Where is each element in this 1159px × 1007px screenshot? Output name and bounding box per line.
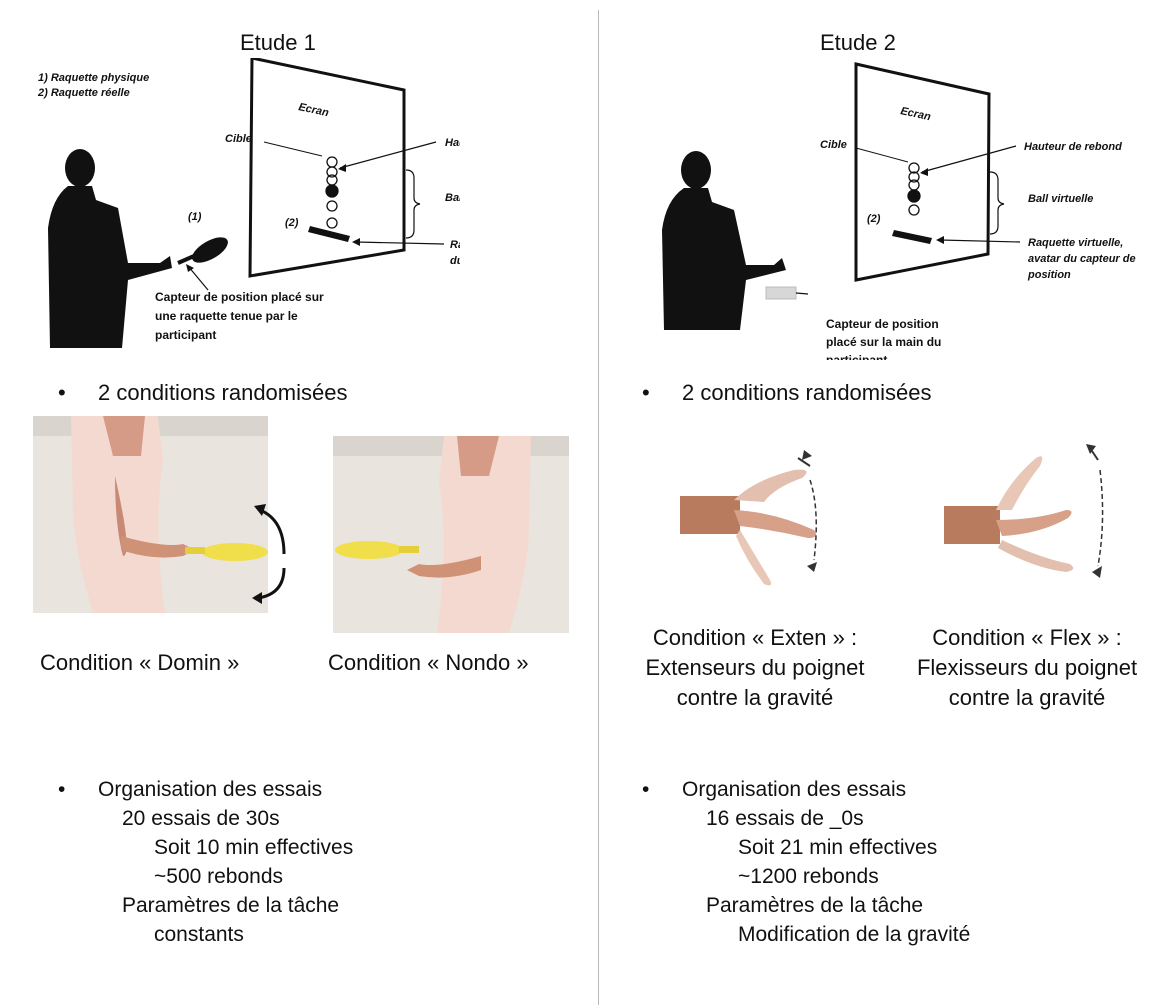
- study1-setup-diagram: 1) Raquette physique 2) Raquette réelle …: [37, 58, 460, 348]
- caption-flex-line2: Flexisseurs du poignet: [916, 655, 1138, 680]
- legend-real-racket: 2) Raquette réelle: [37, 87, 130, 99]
- org-params-detail: Modification de la gravité: [738, 923, 971, 946]
- virtual-ball-label: Ball virtuelle: [445, 192, 460, 204]
- bullet-glyph: •: [58, 778, 66, 801]
- caption-exten-line2: Extenseurs du poignet: [645, 655, 865, 680]
- photo-condition-flex: [940, 440, 1110, 600]
- caption-flex-line1: Condition « Flex » :: [932, 625, 1122, 650]
- virtual-racket-label-1: Raquette virtuelle,: [1028, 237, 1123, 249]
- caption-exten-line1: Condition « Exten » :: [652, 625, 858, 650]
- study1-organisation: • Organisation des essais 20 essais de 30…: [58, 775, 578, 949]
- study2-conditions-text: 2 conditions randomisées: [682, 380, 932, 405]
- sensor-caption-1: Capteur de position placé sur: [155, 290, 324, 304]
- bullet-glyph: •: [58, 380, 66, 405]
- target-label: Cible: [225, 133, 252, 145]
- virtual-ball-label: Ball virtuelle: [1028, 193, 1093, 205]
- caption-condition-nondo: Condition « Nondo »: [328, 650, 529, 675]
- org-trials: 20 essais de 30s: [122, 807, 280, 830]
- rotation-arrows-domin: [252, 504, 286, 604]
- org-params-detail: constants: [154, 923, 244, 946]
- marker-2: (2): [867, 213, 881, 225]
- sensor-caption-3: participant: [155, 328, 216, 342]
- screen-label: Ecran: [297, 101, 330, 119]
- column-divider: [598, 10, 599, 1005]
- study1-title: Etude 1: [240, 30, 316, 55]
- org-effective: Soit 21 min effectives: [738, 836, 938, 859]
- org-effective: Soit 10 min effectives: [154, 836, 354, 859]
- virtual-racket-label-2: du capteur de position: [450, 255, 460, 267]
- org-bounces: ~500 rebonds: [154, 865, 284, 888]
- study1-conditions-text: 2 conditions randomisées: [98, 380, 348, 405]
- virtual-racket-label-2: avatar du capteur de: [1028, 253, 1136, 265]
- study2-title: Etude 2: [820, 30, 896, 55]
- study2-conditions-bullet: • 2 conditions randomisées: [642, 380, 931, 406]
- org-bounces: ~1200 rebonds: [738, 865, 879, 888]
- virtual-racket-label-1: Raquette virtuelle, avatar: [450, 239, 460, 251]
- caption-flex-line3: contre la gravité: [948, 685, 1106, 710]
- bounce-height-label: Hauteur de rebond: [1024, 141, 1122, 153]
- org-trials: 16 essais de _0s: [706, 807, 864, 830]
- physical-racket: [192, 237, 228, 263]
- photo-condition-domin: [33, 416, 268, 613]
- sensor-caption-2: placé sur la main du: [826, 335, 941, 349]
- sensor-caption-2: une raquette tenue par le: [155, 309, 298, 323]
- screen: [854, 62, 991, 282]
- hand-sensor: [765, 286, 797, 300]
- marker-1: (1): [188, 211, 202, 223]
- bounce-height-label: Hauteur de rebond: [445, 137, 460, 149]
- caption-exten-line3: contre la gravité: [676, 685, 834, 710]
- virtual-racket: [308, 226, 350, 242]
- participant-silhouette: [662, 151, 786, 330]
- bullet-glyph: •: [642, 380, 650, 405]
- virtual-balls: [325, 156, 339, 229]
- sensor-caption-3: participant: [826, 353, 887, 360]
- screen: [248, 58, 406, 278]
- study2-organisation: • Organisation des essais 16 essais de _0…: [642, 775, 1152, 949]
- study2-setup-diagram: Ecran Cible (2) Hauteur de rebond Ball v…: [662, 62, 1136, 360]
- bullet-glyph: •: [642, 778, 650, 801]
- org-params: Paramètres de la tâche: [122, 894, 340, 917]
- participant-silhouette: [48, 149, 172, 348]
- photo-condition-exten: [674, 440, 839, 600]
- sensor-caption-1: Capteur de position: [826, 317, 939, 331]
- study1-conditions-bullet: • 2 conditions randomisées: [58, 380, 347, 406]
- caption-condition-flex: Condition « Flex » : Flexisseurs du poig…: [896, 623, 1158, 713]
- caption-condition-exten: Condition « Exten » : Extenseurs du poig…: [610, 623, 900, 713]
- target-label: Cible: [820, 139, 847, 151]
- virtual-racket-label-3: position: [1027, 269, 1071, 281]
- photo-condition-nondo: [333, 436, 569, 633]
- virtual-racket: [892, 230, 932, 244]
- legend-physical-racket: 1) Raquette physique: [38, 72, 149, 84]
- org-heading: Organisation des essais: [98, 778, 323, 801]
- caption-condition-domin: Condition « Domin »: [40, 650, 240, 675]
- screen-label: Ecran: [899, 105, 932, 123]
- virtual-balls: [907, 162, 921, 216]
- org-params: Paramètres de la tâche: [706, 894, 924, 917]
- org-heading: Organisation des essais: [682, 778, 907, 801]
- marker-2: (2): [285, 217, 299, 229]
